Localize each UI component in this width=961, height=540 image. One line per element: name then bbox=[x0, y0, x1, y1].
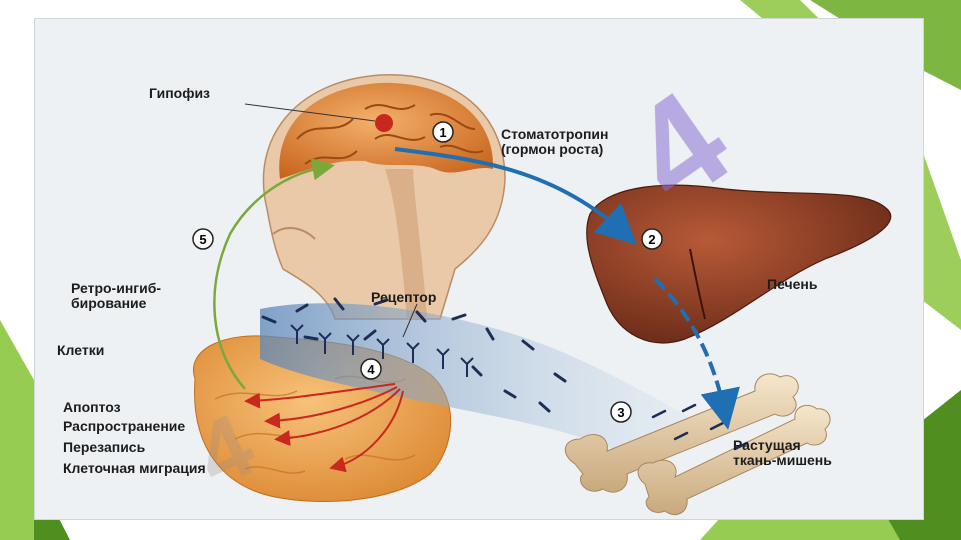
label-somatotropin: Стоматотропин (гормон роста) bbox=[501, 126, 609, 157]
bone-illustration bbox=[565, 373, 831, 515]
receptor-band bbox=[260, 303, 695, 459]
label-apoptosis: Апоптоз bbox=[63, 399, 121, 415]
label-spread: Распространение bbox=[63, 418, 186, 434]
diagram-frame: 4 4 1 2 3 4 5 Гипофиз bbox=[34, 18, 924, 520]
step-markers: 1 2 3 4 5 bbox=[192, 121, 663, 423]
marker-4: 4 bbox=[367, 362, 375, 377]
red-effect-arrows bbox=[244, 383, 404, 473]
label-pituitary: Гипофиз bbox=[149, 85, 211, 101]
receptor-symbols bbox=[290, 324, 474, 377]
label-rewrite: Перезапись bbox=[63, 439, 146, 455]
diagram-art: 4 4 1 2 3 4 5 bbox=[181, 60, 892, 515]
label-retro-inhibition: Ретро-ингиб- бирование bbox=[71, 280, 162, 311]
marker-2: 2 bbox=[648, 232, 655, 247]
label-receptor: Рецептор bbox=[371, 289, 437, 305]
label-target-tissue: Растущая ткань-мишень bbox=[733, 437, 832, 468]
label-liver: Печень bbox=[767, 276, 818, 292]
marker-3: 3 bbox=[617, 405, 624, 420]
marker-5: 5 bbox=[199, 232, 206, 247]
liver-illustration bbox=[586, 184, 892, 344]
marker-1: 1 bbox=[439, 125, 446, 140]
label-cells: Клетки bbox=[57, 342, 105, 358]
label-pointers bbox=[244, 103, 418, 338]
receptor-marks bbox=[261, 297, 567, 413]
arrow-retro-inhibition bbox=[213, 158, 335, 390]
label-cell-migration: Клеточная миграция bbox=[63, 460, 206, 476]
arrow-pituitary-to-liver bbox=[394, 147, 637, 245]
